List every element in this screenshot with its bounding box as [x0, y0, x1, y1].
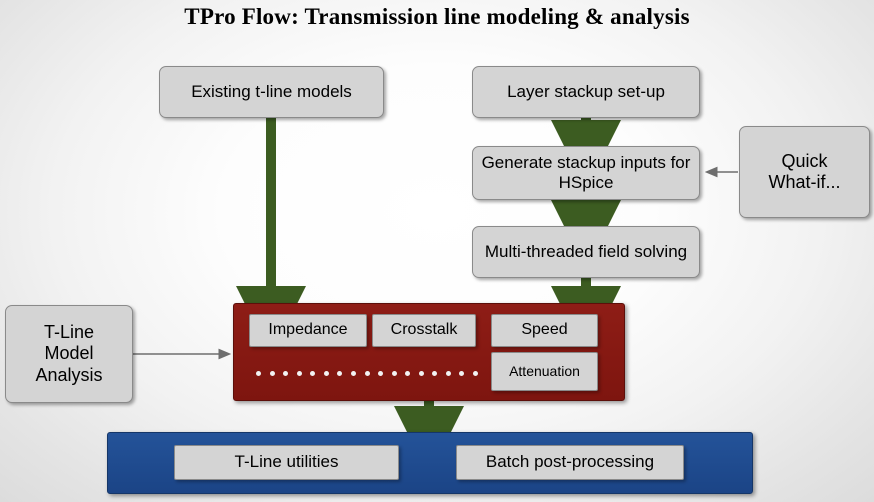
node-quick-what-if[interactable]: Quick What-if...: [739, 126, 870, 218]
dot: [269, 370, 275, 376]
node-label: Multi-threaded field solving: [484, 241, 688, 261]
node-label: Batch post-processing: [485, 452, 655, 472]
node-tline-utilities[interactable]: T-Line utilities: [174, 445, 399, 480]
node-multi-threaded-field-solving[interactable]: Multi-threaded field solving: [472, 226, 700, 278]
node-label: T-Line Model Analysis: [35, 322, 103, 385]
dot: [445, 370, 451, 376]
node-tline-model-analysis[interactable]: T-Line Model Analysis: [5, 305, 133, 403]
page-title: TPro Flow: Transmission line modeling & …: [184, 4, 690, 29]
dot: [350, 370, 356, 376]
node-generate-stackup-inputs[interactable]: Generate stackup inputs for HSpice: [472, 146, 700, 200]
dot: [310, 370, 316, 376]
dot: [473, 370, 478, 376]
node-impedance[interactable]: Impedance: [249, 314, 367, 347]
node-speed[interactable]: Speed: [491, 314, 598, 347]
node-batch-post-processing[interactable]: Batch post-processing: [456, 445, 684, 480]
node-label: Crosstalk: [390, 321, 458, 339]
node-existing-tline-models[interactable]: Existing t-line models: [159, 66, 384, 118]
dot: [364, 370, 370, 376]
node-label: Layer stackup set-up: [507, 81, 665, 101]
dot: [337, 370, 343, 376]
node-label: Generate stackup inputs for HSpice: [481, 152, 691, 192]
dot: [405, 370, 411, 376]
node-crosstalk[interactable]: Crosstalk: [372, 314, 476, 347]
node-label: Attenuation: [509, 362, 580, 379]
dot: [378, 370, 384, 376]
dot: [296, 370, 302, 376]
dot: [432, 370, 438, 376]
node-label: Speed: [521, 321, 568, 339]
ellipsis-dots: [256, 370, 478, 376]
dot: [418, 370, 424, 376]
dot: [256, 370, 261, 376]
dot: [459, 370, 465, 376]
dot: [283, 370, 289, 376]
node-label: Existing t-line models: [191, 81, 352, 101]
node-label: T-Line utilities: [234, 452, 339, 472]
node-label: Quick What-if...: [768, 150, 841, 192]
node-label: Impedance: [268, 321, 348, 339]
node-attenuation[interactable]: Attenuation: [491, 352, 598, 391]
dot: [391, 370, 397, 376]
dot: [323, 370, 329, 376]
node-layer-stackup-setup[interactable]: Layer stackup set-up: [472, 66, 700, 118]
